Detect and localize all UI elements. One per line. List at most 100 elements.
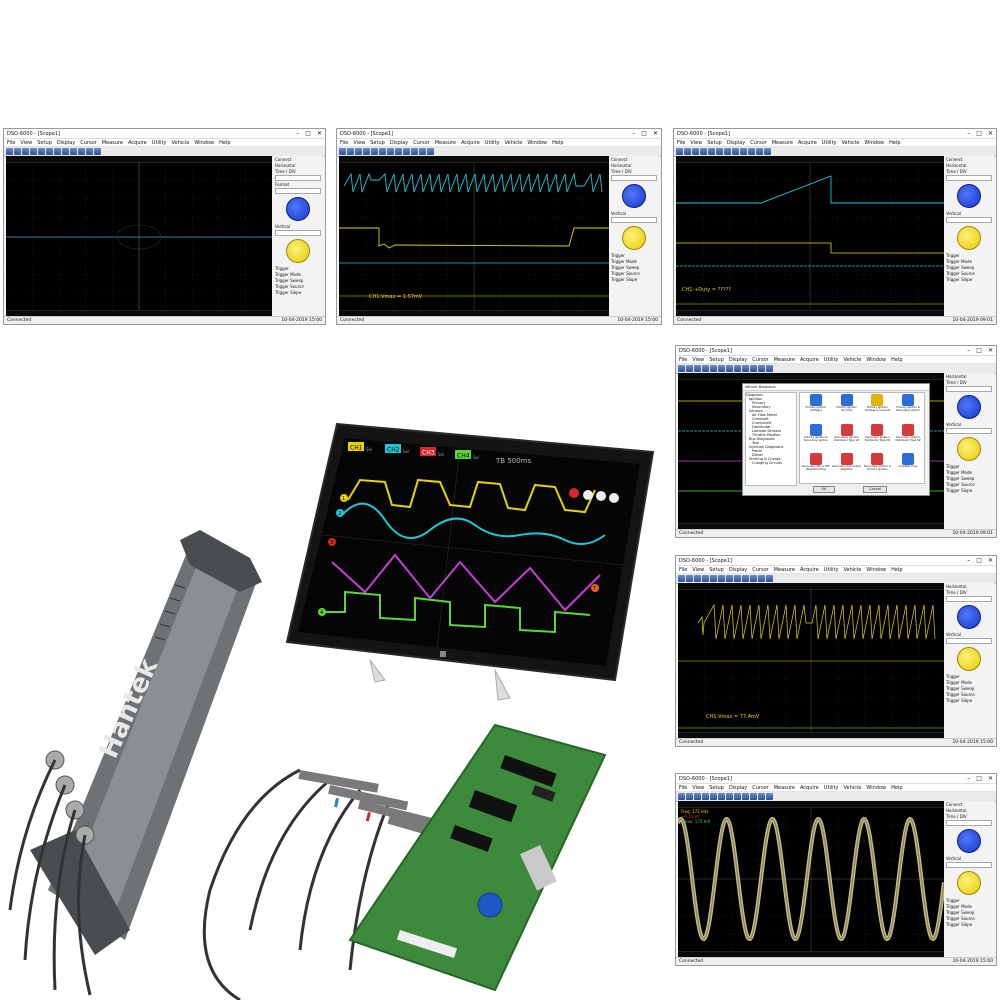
volt-div-select[interactable] <box>946 428 992 434</box>
menu-setup[interactable]: Setup <box>370 139 385 146</box>
menu-window[interactable]: Window <box>866 356 887 363</box>
menu-view[interactable]: View <box>20 139 33 146</box>
time-knob[interactable] <box>622 184 646 208</box>
tree-item[interactable]: Test <box>752 441 759 445</box>
menu-vehicle[interactable]: Vehicle <box>841 139 860 146</box>
toolbar-button[interactable] <box>726 575 733 582</box>
menu-vehicle[interactable]: Vehicle <box>843 784 862 791</box>
volt-knob[interactable] <box>622 226 646 250</box>
diagnosis-tile[interactable]: Amplifier Coils <box>893 453 923 482</box>
menu-acquire[interactable]: Acquire <box>460 139 480 146</box>
menu-file[interactable]: File <box>340 139 349 146</box>
toolbar-button[interactable] <box>678 793 685 800</box>
menu-help[interactable]: Help <box>891 356 903 363</box>
toolbar-button[interactable] <box>766 575 773 582</box>
toolbar-button[interactable] <box>78 148 85 155</box>
tree-item[interactable]: Camshaft <box>752 417 769 421</box>
toolbar-button[interactable] <box>718 575 725 582</box>
toolbar-button[interactable] <box>726 365 733 372</box>
close-icon[interactable]: ✕ <box>652 130 658 137</box>
ch4-marker[interactable] <box>318 608 326 616</box>
volt-div-select[interactable] <box>611 217 657 223</box>
menu-view[interactable]: View <box>353 139 366 146</box>
menu-setup[interactable]: Setup <box>707 139 722 146</box>
toolbar-button[interactable] <box>750 793 757 800</box>
menu-display[interactable]: Display <box>389 139 409 146</box>
menu-measure[interactable]: Measure <box>773 784 795 791</box>
toolbar-button[interactable] <box>724 148 731 155</box>
toolbar-button[interactable] <box>6 148 13 155</box>
toolbar-button[interactable] <box>750 575 757 582</box>
diagnosis-tile[interactable]: Primary ignition & Secondary ignition <box>801 423 831 453</box>
toolbar-button[interactable] <box>684 148 691 155</box>
diagnosis-tile[interactable]: Primary ignition (Voltage & Current) <box>863 394 893 423</box>
close-icon[interactable]: ✕ <box>316 130 322 137</box>
volt-knob[interactable] <box>957 871 981 895</box>
minimize-icon[interactable]: – <box>967 130 971 137</box>
menu-setup[interactable]: Setup <box>37 139 52 146</box>
toolbar-button[interactable] <box>46 148 53 155</box>
diagnosis-tile[interactable]: Secondary ON or OFF (Negative Plug) <box>801 453 831 482</box>
toolbar-button[interactable] <box>742 575 749 582</box>
ch1-marker[interactable] <box>340 494 348 502</box>
toolbar-button[interactable] <box>379 148 386 155</box>
diagnosis-tile[interactable]: Secondary Coil Output Negative <box>832 453 862 482</box>
menu-display[interactable]: Display <box>728 356 748 363</box>
volt-knob[interactable] <box>957 437 981 461</box>
menu-acquire[interactable]: Acquire <box>799 784 819 791</box>
menu-utility[interactable]: Utility <box>484 139 500 146</box>
menu-file[interactable]: File <box>679 566 688 573</box>
toolbar-button[interactable] <box>710 575 717 582</box>
time-knob[interactable] <box>957 395 981 419</box>
toolbar-button[interactable] <box>718 365 725 372</box>
menu-file[interactable]: File <box>679 356 688 363</box>
maximize-icon[interactable]: □ <box>976 775 982 782</box>
toolbar-button[interactable] <box>411 148 418 155</box>
trigger-marker[interactable] <box>591 584 599 592</box>
toolbar-button[interactable] <box>708 148 715 155</box>
toolbar-button[interactable] <box>758 575 765 582</box>
time-knob[interactable] <box>957 184 981 208</box>
menu-measure[interactable]: Measure <box>773 566 795 573</box>
toolbar-button[interactable] <box>371 148 378 155</box>
toolbar-button[interactable] <box>716 148 723 155</box>
toolbar-button[interactable] <box>678 365 685 372</box>
diagnosis-tile[interactable]: Secondary ignition Distributor Type 3# <box>893 423 923 453</box>
toolbar-button[interactable] <box>686 575 693 582</box>
tree-item[interactable]: Throttle Position <box>752 433 781 437</box>
toolbar-button[interactable] <box>363 148 370 155</box>
menu-setup[interactable]: Setup <box>709 566 724 573</box>
tree-item[interactable]: Crankshaft <box>752 421 772 425</box>
toolbar-button[interactable] <box>94 148 101 155</box>
minimize-icon[interactable]: – <box>967 557 971 564</box>
menu-cursor[interactable]: Cursor <box>752 566 769 573</box>
diagnosis-tile[interactable]: Primary ignition & Secondary ignition <box>893 394 923 423</box>
time-div-select[interactable] <box>275 175 321 181</box>
trigger-button[interactable] <box>569 488 579 498</box>
close-icon[interactable]: ✕ <box>987 347 993 354</box>
toolbar-button[interactable] <box>718 793 725 800</box>
toolbar-button[interactable] <box>694 793 701 800</box>
close-icon[interactable]: ✕ <box>987 775 993 782</box>
tree-item[interactable]: Bus Diagnostic <box>749 437 776 441</box>
tree-item[interactable]: Distributor <box>752 425 771 429</box>
volt-knob[interactable] <box>957 647 981 671</box>
toolbar-button[interactable] <box>742 793 749 800</box>
menu-setup[interactable]: Setup <box>709 356 724 363</box>
menu-file[interactable]: File <box>677 139 686 146</box>
scope-display[interactable]: CH1:+Duty = ????? <box>676 156 944 317</box>
toolbar-button[interactable] <box>766 365 773 372</box>
diagnosis-tile[interactable]: Secondary ignition Distributor Type 1# <box>832 423 862 453</box>
time-knob[interactable] <box>957 829 981 853</box>
toolbar-button[interactable] <box>756 148 763 155</box>
time-div-select[interactable] <box>611 175 657 181</box>
menu-acquire[interactable]: Acquire <box>799 356 819 363</box>
volt-knob[interactable] <box>286 239 310 263</box>
close-icon[interactable]: ✕ <box>987 557 993 564</box>
toolbar-button[interactable] <box>710 365 717 372</box>
diagnosis-tile[interactable]: Primary ignition (Voltage) <box>801 394 831 423</box>
refresh-button[interactable] <box>609 493 619 503</box>
toolbar-button[interactable] <box>62 148 69 155</box>
menu-measure[interactable]: Measure <box>771 139 793 146</box>
volt-div-select[interactable] <box>946 217 992 223</box>
